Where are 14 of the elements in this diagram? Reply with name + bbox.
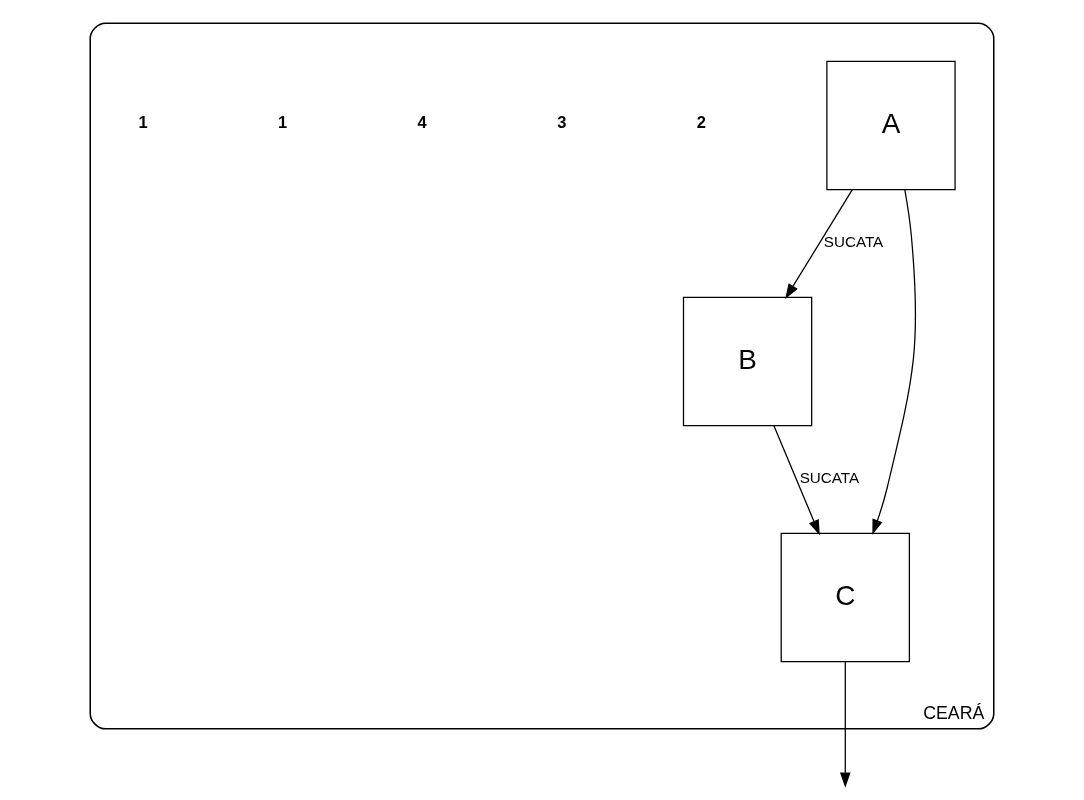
label: 1	[278, 113, 288, 132]
arrow	[785, 189, 853, 299]
label: 3	[557, 113, 567, 132]
edge-label: SUCATA	[823, 233, 884, 251]
arrow	[773, 425, 820, 536]
edge-label: SUCATA	[799, 469, 860, 487]
label: 1	[138, 113, 148, 132]
node-box: A	[826, 60, 956, 191]
arrow	[872, 188, 917, 535]
label: 2	[696, 113, 706, 132]
arrow	[839, 661, 851, 788]
label: 4	[417, 113, 427, 132]
node-box: C	[780, 532, 910, 663]
node-box: B	[682, 296, 813, 427]
